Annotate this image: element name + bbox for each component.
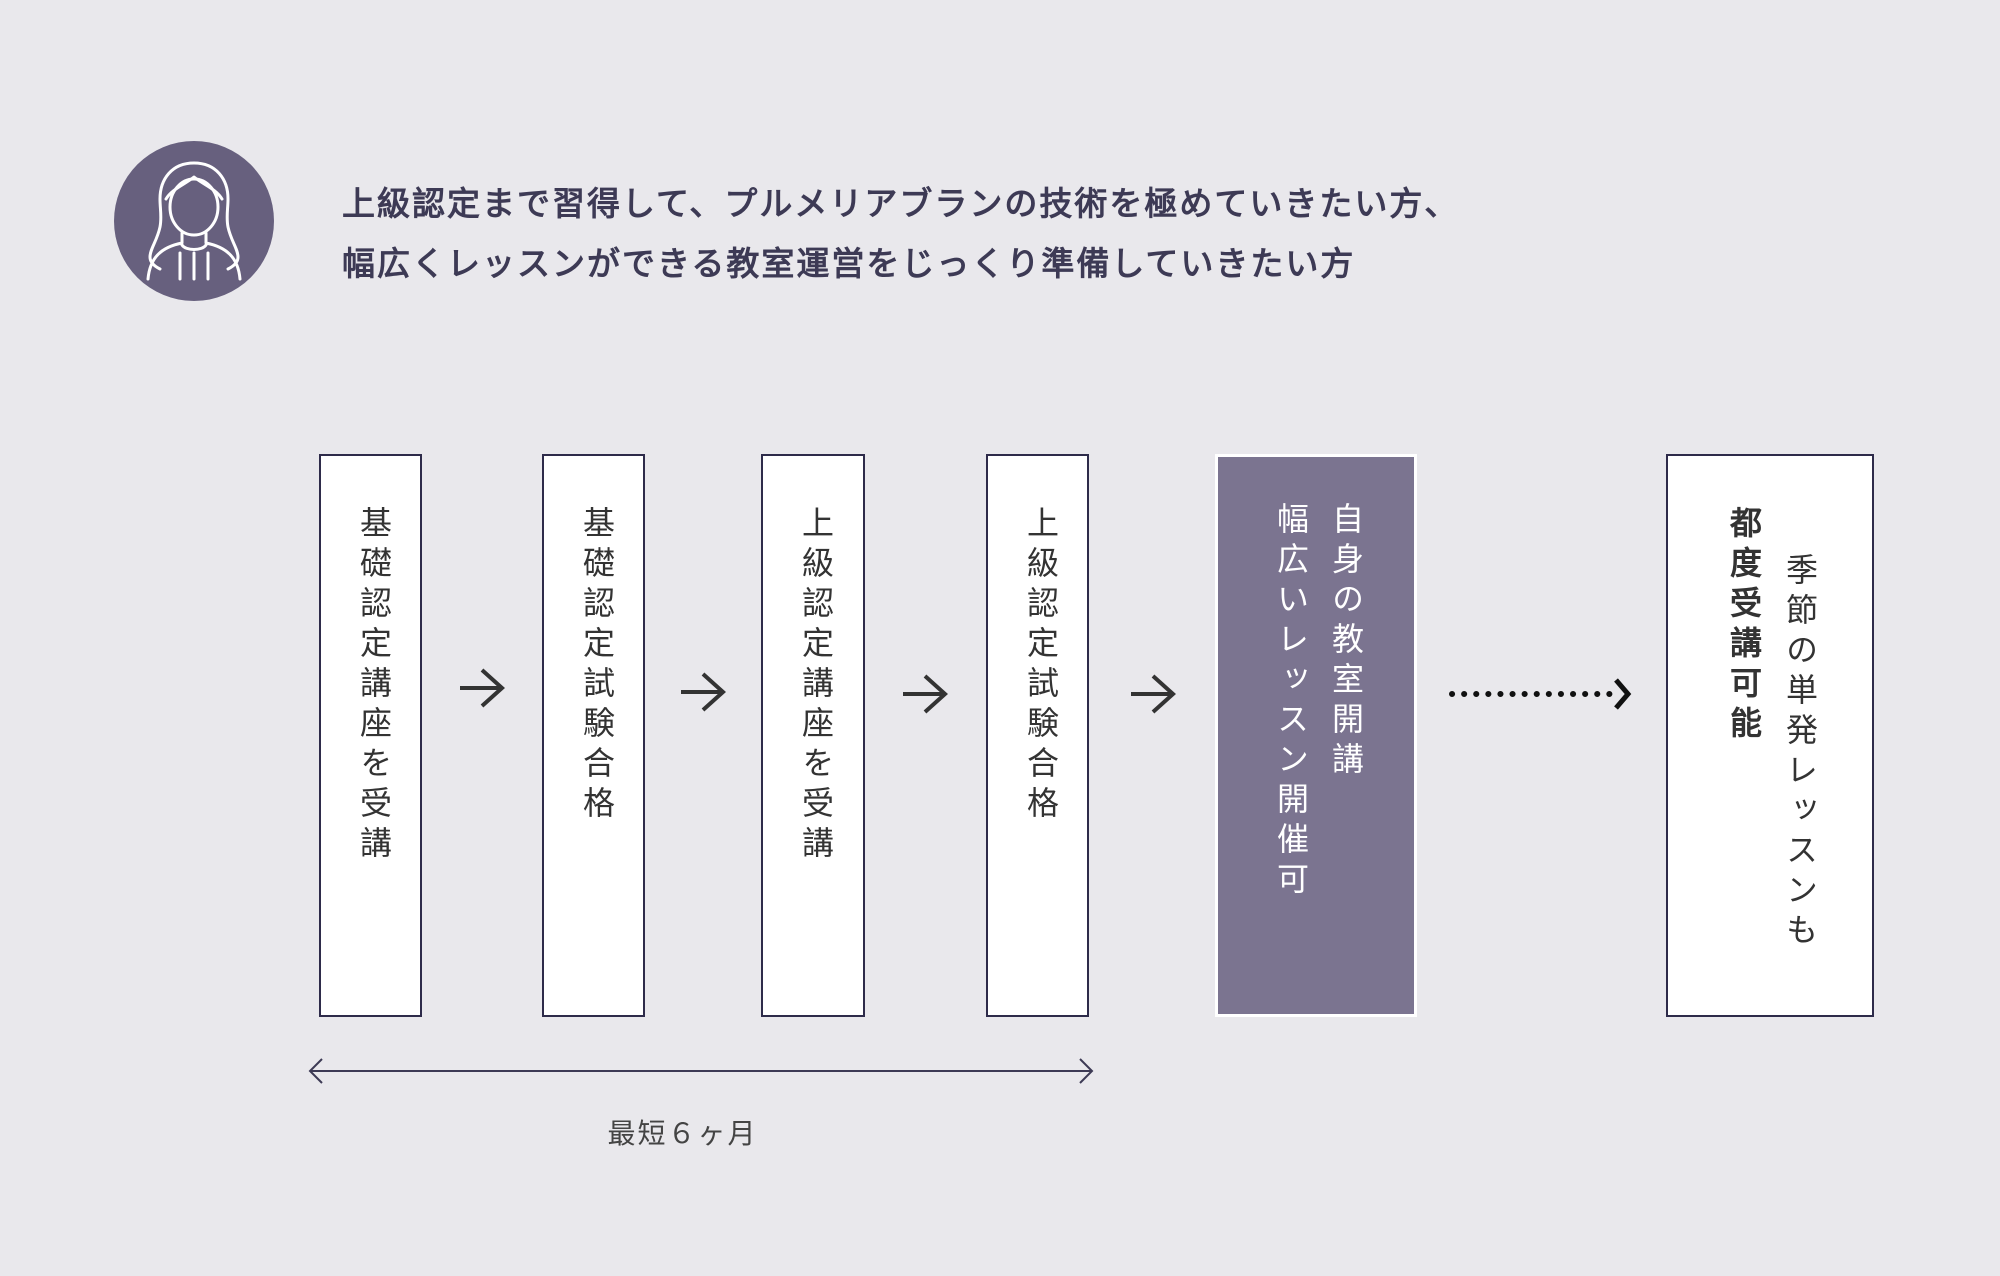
woman-avatar-icon <box>114 141 274 301</box>
arrow-right-icon <box>460 668 505 708</box>
step-seasonal-lessons: 季節の単発レッスンも 都度受講可能 <box>1666 454 1874 1017</box>
arrow-right-icon <box>903 674 948 714</box>
step-text: 基礎認定試験合格 <box>578 506 616 826</box>
step-basic-course: 基礎認定講座を受講 <box>319 454 422 1017</box>
duration-label: 最短６ヶ月 <box>607 1117 758 1150</box>
step-text: 上級認定講座を受講 <box>797 506 835 866</box>
target-audience-heading: 上級認定まで習得して、プルメリアブランの技術を極めていきたい方、 幅広くレッスン… <box>342 174 1459 294</box>
arrow-right-icon <box>1131 674 1176 714</box>
step-text-line-2: 幅広いレッスン開催可 <box>1272 502 1310 902</box>
step-text-line-2: 都度受講可能 <box>1725 506 1763 746</box>
step-text-line-1: 自身の教室開講 <box>1327 502 1365 782</box>
step-text: 基礎認定講座を受講 <box>355 506 393 866</box>
dotted-arrow-icon <box>1449 678 1632 710</box>
step-basic-exam: 基礎認定試験合格 <box>542 454 645 1017</box>
heading-line-2: 幅広くレッスンができる教室運営をじっくり準備していきたい方 <box>342 244 1356 283</box>
duration-range-arrow-icon <box>308 1058 1094 1084</box>
arrow-right-icon <box>681 672 726 712</box>
step-text: 上級認定試験合格 <box>1022 506 1060 826</box>
step-advanced-exam: 上級認定試験合格 <box>986 454 1089 1017</box>
step-advanced-course: 上級認定講座を受講 <box>761 454 865 1017</box>
step-open-classroom: 自身の教室開講 幅広いレッスン開催可 <box>1215 454 1417 1017</box>
heading-line-1: 上級認定まで習得して、プルメリアブランの技術を極めていきたい方、 <box>342 184 1460 223</box>
step-text-line-1: 季節の単発レッスンも <box>1781 553 1819 953</box>
